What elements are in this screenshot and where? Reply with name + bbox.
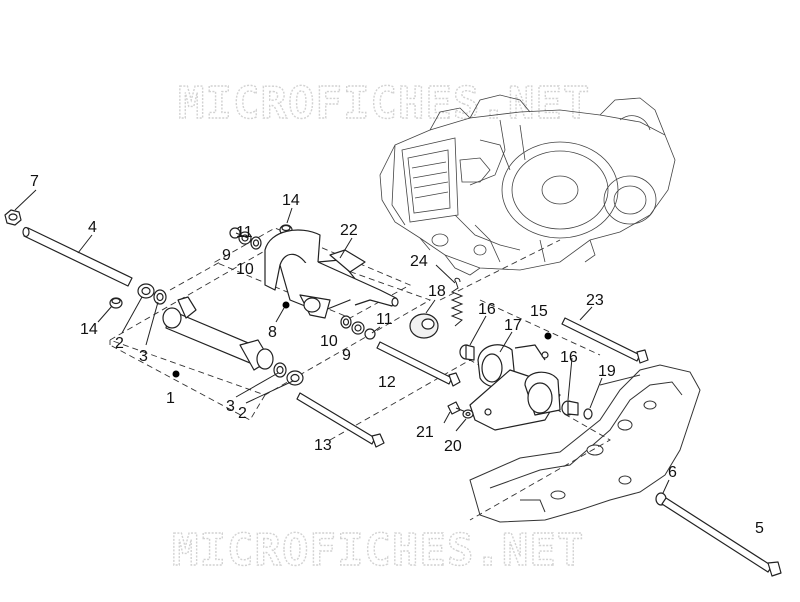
callout-4: 4	[88, 219, 97, 236]
part-16-bushing-left	[459, 344, 475, 361]
callout-5: 5	[755, 520, 764, 537]
part-7-nut	[4, 209, 22, 226]
leader-lines	[14, 189, 670, 494]
callout-14: 14	[282, 192, 300, 209]
callout-24: 24	[410, 253, 428, 270]
callout-16: 16	[560, 349, 578, 366]
callout-23: 23	[586, 292, 604, 309]
callout-11: 11	[236, 224, 253, 241]
callout-6: 6	[668, 464, 677, 481]
callout-19: 19	[598, 363, 616, 380]
part-23-bolt	[561, 317, 649, 364]
callout-12: 12	[378, 374, 396, 391]
part-17-tensioner-assembly	[469, 332, 561, 431]
part-20-washer	[462, 409, 474, 419]
callout-7: 7	[30, 173, 39, 190]
frame-bracket	[469, 364, 701, 523]
part-9-10-11-washers-left	[229, 227, 262, 250]
callout-15: 15	[530, 303, 548, 320]
part-16-bushing-right	[561, 400, 579, 416]
callout-8: 8	[268, 324, 277, 341]
part-9-10-11-washers-right	[340, 315, 376, 340]
part-19-o-ring	[583, 408, 593, 420]
part-24-spring	[450, 277, 464, 327]
callout-17: 17	[504, 317, 522, 334]
engine-assembly	[379, 94, 676, 276]
callout-11: 11	[376, 311, 393, 328]
callout-10: 10	[320, 333, 338, 350]
part-1-swing-arm-tube	[162, 296, 274, 378]
watermark-bottom: MICROFICHES.NET	[172, 525, 584, 576]
callout-2: 2	[238, 405, 247, 422]
part-12-bolt	[376, 341, 461, 387]
part-5-bolt	[661, 497, 782, 577]
part-2-3-bearings-left	[137, 283, 167, 305]
callout-labels: 7 4 14 2 3 1 3 2 13 14 11 9 10 22 8 10 9…	[30, 173, 764, 537]
callout-18: 18	[428, 283, 446, 300]
callout-3: 3	[226, 398, 235, 415]
part-18-cover	[409, 313, 439, 339]
part-14-cap-left	[109, 297, 123, 309]
callout-22: 22	[340, 222, 358, 239]
part-13-bolt	[296, 392, 385, 448]
callout-14: 14	[80, 321, 98, 338]
callout-2: 2	[115, 335, 124, 352]
callout-1: 1	[166, 390, 175, 407]
callout-9: 9	[342, 347, 351, 364]
callout-3: 3	[139, 348, 148, 365]
callout-20: 20	[444, 438, 462, 455]
callout-13: 13	[314, 437, 332, 454]
watermark-top: MICROFICHES.NET	[178, 78, 590, 129]
part-22-rocker-arm	[264, 229, 399, 319]
part-4-shaft	[22, 226, 133, 287]
part-2-3-bearings-right	[273, 362, 304, 386]
callout-21: 21	[416, 424, 434, 441]
callout-9: 9	[222, 247, 231, 264]
part-21-screw	[447, 401, 467, 415]
callout-16: 16	[478, 301, 496, 318]
callout-10: 10	[236, 261, 254, 278]
